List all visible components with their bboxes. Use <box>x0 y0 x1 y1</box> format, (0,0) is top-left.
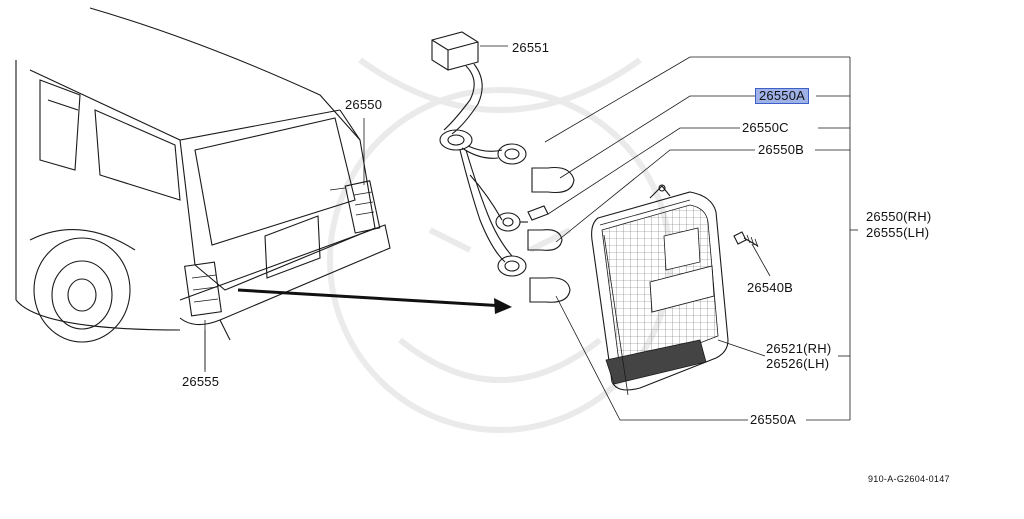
bulb-sockets <box>495 143 575 303</box>
diagram-reference-code: 910-A-G2604-0147 <box>868 474 950 484</box>
part-label-26550: 26550 <box>345 97 383 112</box>
screw <box>733 231 759 248</box>
leader-lines <box>204 56 858 421</box>
part-label-26551: 26551 <box>512 40 550 55</box>
part-label-26550b: 26550B <box>758 142 805 157</box>
part-label-26521-rh: 26521(RH) <box>766 341 832 356</box>
rear-combination-lamp <box>591 184 729 396</box>
part-label-26550a-highlighted[interactable]: 26550A <box>755 88 810 104</box>
part-label-26555-lh: 26555(LH) <box>866 225 930 240</box>
part-label-26555: 26555 <box>182 374 220 389</box>
part-label-26550c: 26550C <box>742 120 789 135</box>
part-label-26540b: 26540B <box>747 280 794 295</box>
wire-harness <box>431 31 513 263</box>
part-label-26550a-bottom: 26550A <box>750 412 797 427</box>
part-label-26550-rh: 26550(RH) <box>866 209 932 224</box>
vehicle-illustration <box>15 7 391 370</box>
part-label-26526-lh: 26526(LH) <box>766 356 830 371</box>
direction-arrow <box>237 288 512 314</box>
